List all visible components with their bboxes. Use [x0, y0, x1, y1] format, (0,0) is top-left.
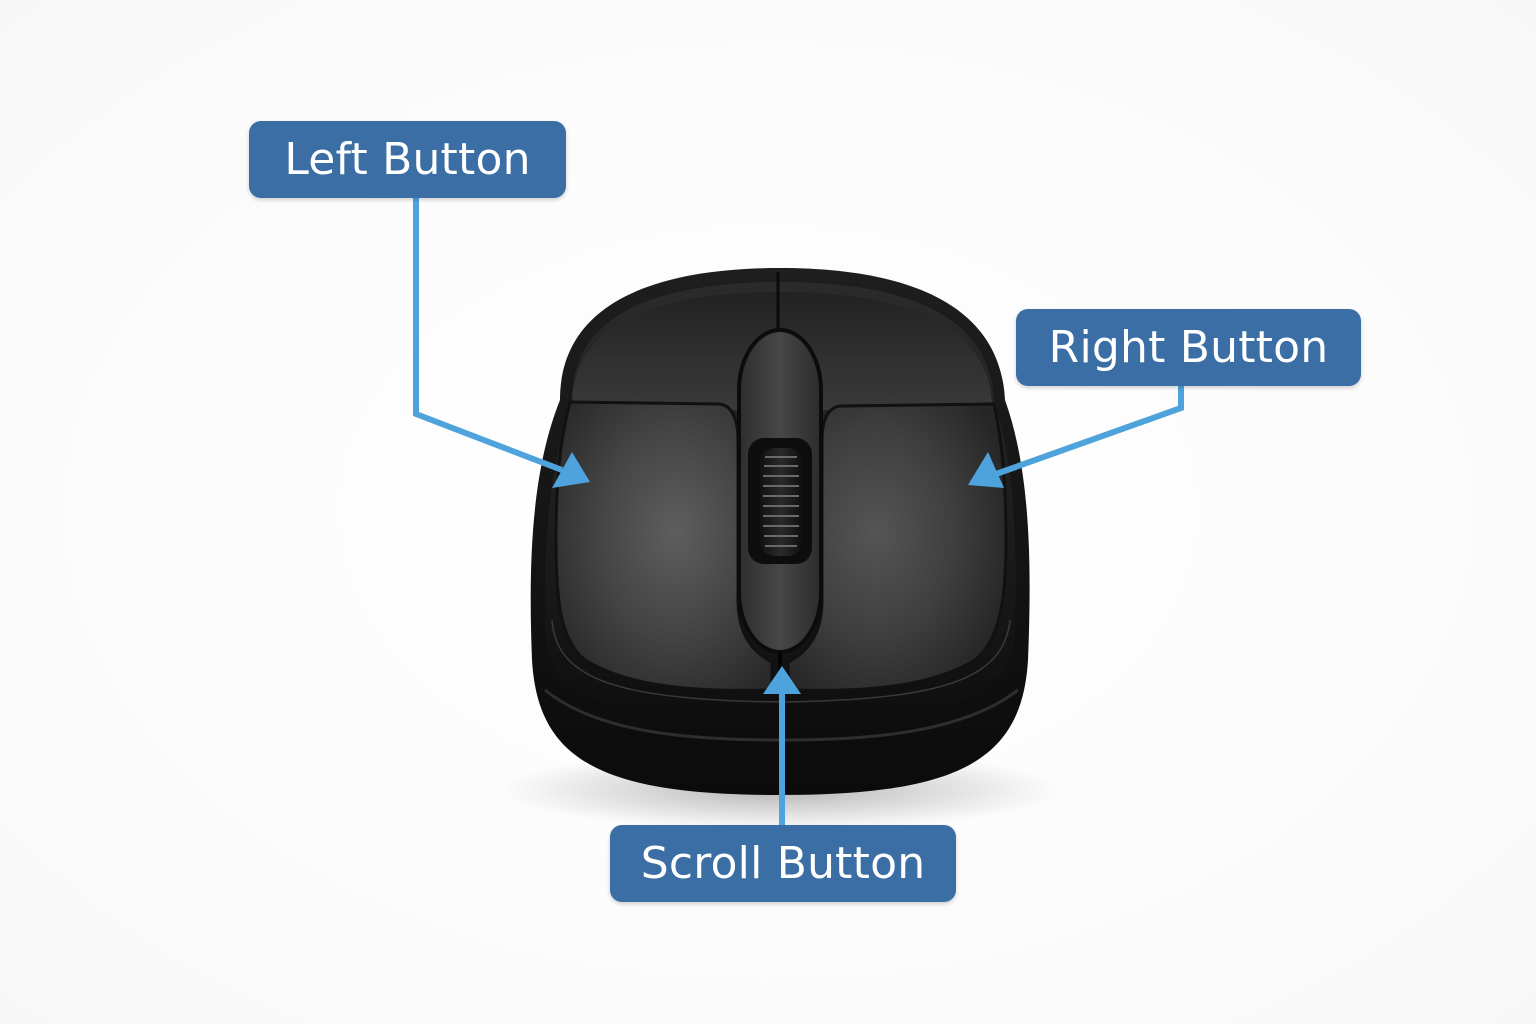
right-arrowhead-icon [968, 452, 1004, 488]
left-arrowhead-icon [552, 452, 590, 488]
wheel-ridges [763, 456, 799, 547]
connectors [413, 198, 1184, 825]
right-connector-line [994, 386, 1184, 477]
mouse [530, 268, 1030, 795]
scroll-button-label[interactable]: Scroll Button [610, 825, 956, 902]
scroll-arrowhead-icon [763, 666, 801, 694]
scroll-wheel[interactable] [760, 448, 802, 556]
arrowheads [552, 452, 1004, 694]
right-button-label[interactable]: Right Button [1016, 309, 1361, 386]
left-connector-line [413, 198, 564, 473]
left-button-label[interactable]: Left Button [249, 121, 566, 198]
